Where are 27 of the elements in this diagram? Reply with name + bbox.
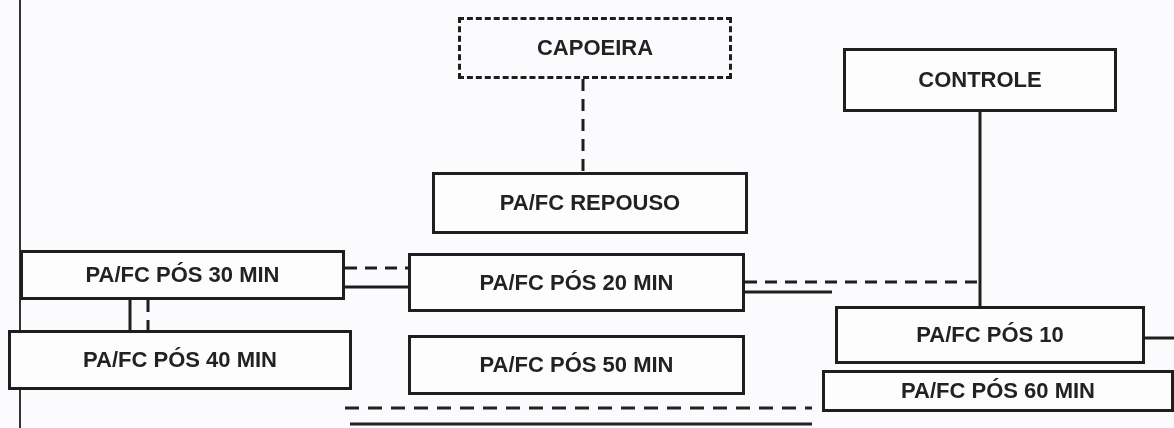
connector-line bbox=[745, 280, 980, 284]
connector-line bbox=[581, 79, 585, 172]
box-label: PA/FC PÓS 50 MIN bbox=[479, 352, 674, 378]
connector-line bbox=[345, 266, 408, 270]
process-box bbox=[835, 306, 1145, 364]
box-label: CONTROLE bbox=[918, 67, 1042, 93]
connector-line bbox=[978, 112, 982, 306]
process-box bbox=[822, 370, 1174, 412]
connector-line bbox=[146, 300, 150, 330]
process-box bbox=[408, 253, 745, 312]
box-label: PA/FC PÓS 60 MIN bbox=[901, 378, 1095, 404]
box-label: PA/FC REPOUSO bbox=[499, 190, 681, 216]
process-box bbox=[408, 335, 745, 395]
process-box bbox=[843, 48, 1117, 112]
connector-line bbox=[1145, 336, 1174, 340]
box-label: PA/FC PÓS 20 MIN bbox=[479, 269, 674, 296]
box-label: PA/FC PÓS 40 MIN bbox=[83, 347, 277, 373]
connector-line bbox=[345, 285, 408, 289]
box-label: CAPOEIRA bbox=[536, 35, 654, 61]
connector-line bbox=[745, 290, 832, 294]
process-box bbox=[432, 172, 748, 234]
process-box bbox=[8, 330, 352, 390]
dashed-box bbox=[458, 17, 732, 79]
connector-line bbox=[128, 300, 132, 330]
process-box bbox=[20, 250, 345, 300]
box-label: PA/FC PÓS 10 bbox=[916, 322, 1064, 348]
box-label: PA/FC PÓS 30 MIN bbox=[85, 262, 280, 288]
